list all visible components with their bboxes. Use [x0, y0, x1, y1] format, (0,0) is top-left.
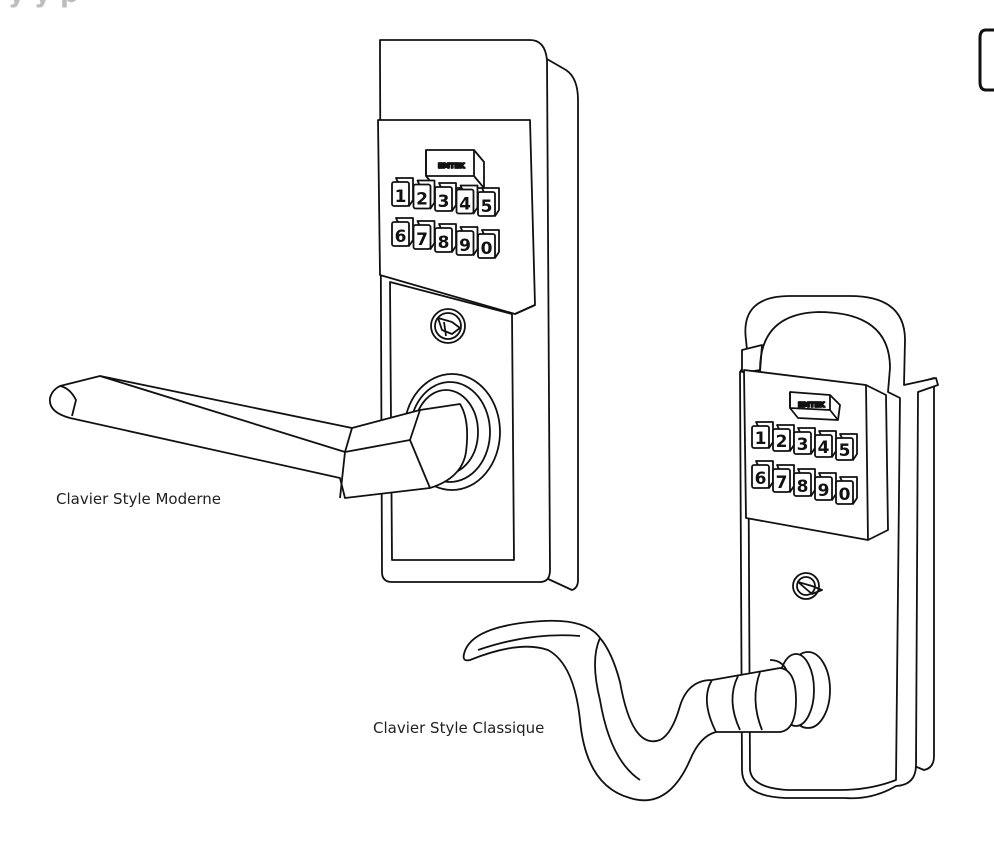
classic-key-4: 4 — [814, 430, 837, 458]
classic-key-label: 2 — [776, 432, 788, 452]
classic-lock-caption: Clavier Style Classique — [373, 719, 545, 737]
classic-key-2: 2 — [772, 424, 795, 452]
modern-key-label: 8 — [438, 233, 450, 253]
classic-key-label: 7 — [776, 473, 788, 493]
modern-lever-handle — [48, 375, 469, 499]
modern-key-7: 7 — [412, 220, 436, 250]
classic-key-label: 5 — [839, 441, 851, 461]
classic-key-9: 9 — [814, 472, 837, 501]
classic-key-cylinder — [792, 572, 823, 600]
modern-key-label: 9 — [459, 236, 471, 256]
modern-brand-badge: EMTEK — [425, 149, 485, 189]
modern-lock-caption: Clavier Style Moderne — [56, 490, 221, 508]
modern-key-0: 0 — [477, 229, 500, 259]
modern-key-5: 5 — [477, 187, 500, 217]
classic-brand-badge: EMTEK — [789, 391, 841, 421]
modern-key-8: 8 — [434, 223, 457, 253]
modern-key-label: 0 — [481, 239, 493, 259]
classic-key-label: 6 — [755, 469, 767, 489]
classic-key-label: 9 — [818, 481, 830, 501]
classic-key-8: 8 — [793, 468, 816, 497]
header-partial-text: y y p — [8, 0, 79, 9]
modern-key-6: 6 — [391, 217, 414, 247]
modern-key-label: 2 — [416, 190, 428, 210]
modern-key-label: 4 — [459, 195, 471, 215]
classic-key-7: 7 — [772, 464, 795, 493]
classic-key-label: 8 — [797, 477, 809, 497]
classic-key-3: 3 — [793, 427, 816, 455]
modern-key-label: 6 — [395, 227, 407, 247]
modern-key-cylinder — [430, 308, 466, 344]
page-tab-marker — [978, 28, 994, 92]
classic-brand-label: EMTEK — [798, 401, 825, 409]
modern-key-label: 3 — [438, 192, 450, 212]
classic-key-label: 0 — [839, 485, 851, 505]
classic-key-5: 5 — [835, 433, 858, 461]
modern-key-9: 9 — [455, 226, 479, 256]
modern-brand-label: EMTEK — [438, 162, 465, 170]
classic-key-6: 6 — [751, 460, 774, 489]
modern-key-label: 7 — [416, 230, 428, 250]
modern-key-2: 2 — [412, 179, 436, 210]
classic-key-label: 1 — [755, 429, 767, 449]
modern-key-3: 3 — [434, 182, 457, 212]
classic-key-1: 1 — [751, 421, 774, 449]
modern-key-4: 4 — [455, 184, 479, 215]
classic-lever-handle — [462, 619, 797, 802]
classic-key-label: 3 — [797, 435, 809, 455]
modern-key-label: 5 — [481, 197, 493, 217]
classic-key-label: 4 — [818, 438, 830, 458]
classic-key-0: 0 — [835, 476, 858, 505]
modern-key-1: 1 — [391, 177, 414, 207]
modern-key-label: 1 — [395, 187, 407, 207]
